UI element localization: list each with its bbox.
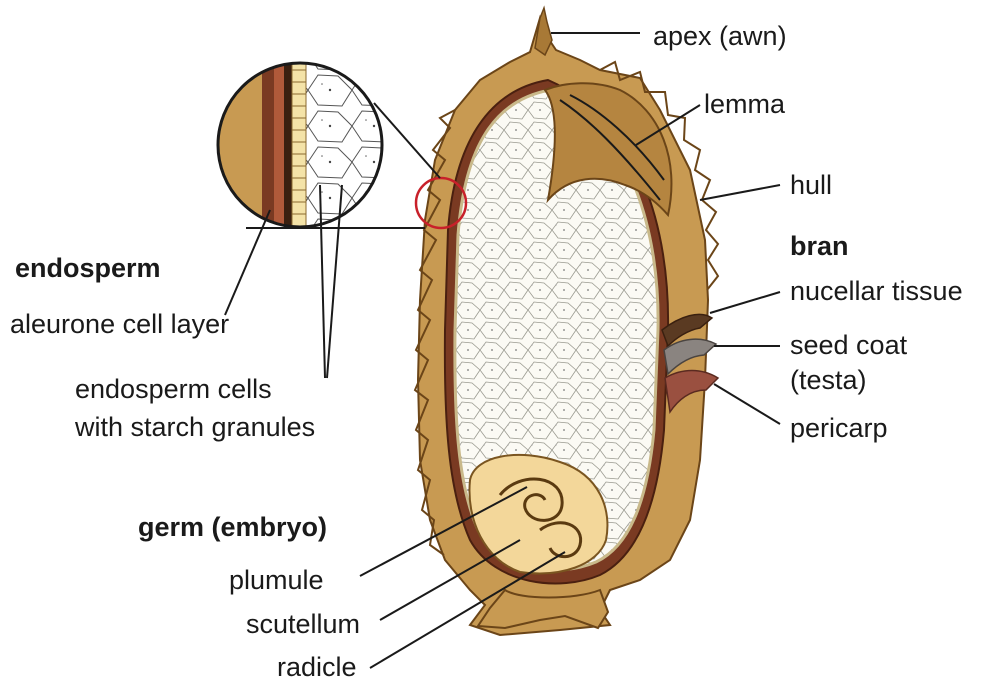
label-plumule: plumule xyxy=(229,565,324,595)
label-nucellar-tissue: nucellar tissue xyxy=(790,276,963,306)
label-apex: apex (awn) xyxy=(653,21,787,51)
label-radicle: radicle xyxy=(277,652,357,682)
label-germ: germ (embryo) xyxy=(138,512,327,542)
label-scutellum: scutellum xyxy=(246,609,360,639)
label-pericarp: pericarp xyxy=(790,413,888,443)
label-endosperm: endosperm xyxy=(15,253,161,283)
rice-grain xyxy=(415,8,718,635)
magnified-inset xyxy=(215,60,385,230)
label-seed-coat: seed coat xyxy=(790,330,908,360)
label-lemma: lemma xyxy=(704,89,786,119)
label-aleurone: aleurone cell layer xyxy=(10,309,229,339)
label-testa: (testa) xyxy=(790,365,867,395)
label-endosperm-cells-line2: with starch granules xyxy=(74,412,315,442)
label-endosperm-cells-line1: endosperm cells xyxy=(75,374,272,404)
label-bran: bran xyxy=(790,231,849,261)
label-hull: hull xyxy=(790,170,832,200)
